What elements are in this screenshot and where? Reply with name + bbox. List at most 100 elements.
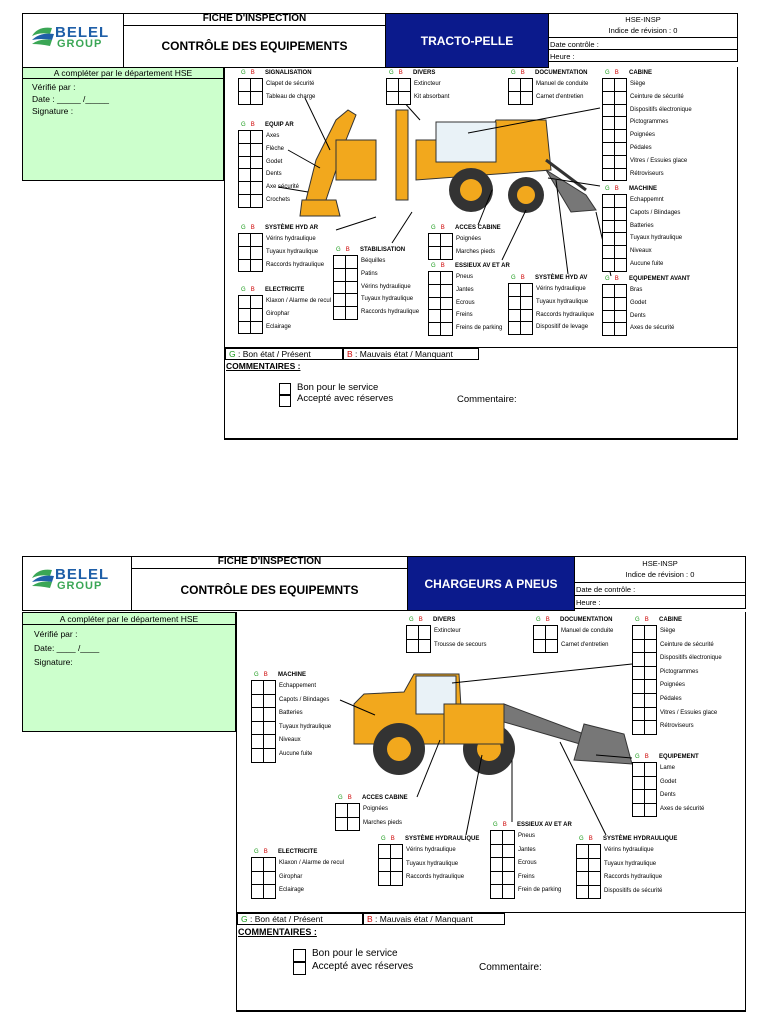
checklist-item-cabine-4: Poignées <box>630 132 656 139</box>
checkbox-b-divers-1[interactable] <box>398 90 411 105</box>
bon-service-checkbox[interactable] <box>279 383 291 395</box>
checkbox-b-signalisation-1[interactable] <box>250 90 263 105</box>
checkbox-b-hyd_av-3[interactable] <box>520 321 533 336</box>
commentaire-label[interactable]: Commentaire: <box>457 394 517 405</box>
page-title-2: CONTRÔLE DES EQUIPEMNTS <box>180 583 359 597</box>
checklist-item-equip_ar-3: Dents <box>266 171 282 178</box>
checkbox-b-equip_avant-3[interactable] <box>614 322 627 337</box>
gb-header-g: G <box>635 617 640 623</box>
commentaire-label-2[interactable]: Commentaire: <box>479 962 542 973</box>
checkbox-b-machine-0[interactable] <box>263 680 276 695</box>
checkbox-b-electricite-2[interactable] <box>263 884 276 899</box>
verifie-par-2[interactable]: Vérifié par : <box>34 629 78 639</box>
hse-header-cell-2 <box>22 612 236 625</box>
checkbox-b-cabine-6[interactable] <box>644 706 657 722</box>
checkbox-b-cabine-3[interactable] <box>644 665 657 681</box>
checkbox-b-divers-1[interactable] <box>418 638 431 654</box>
checklist-item-hyd1-2: Raccords hydraulique <box>406 874 465 881</box>
checkbox-b-hyd1-1[interactable] <box>390 857 403 873</box>
signature-field[interactable]: Signature : <box>32 106 74 116</box>
checkbox-b-equipement-1[interactable] <box>644 775 657 791</box>
checkbox-b-cabine-0[interactable] <box>644 625 657 640</box>
checkbox-b-essieux-1[interactable] <box>502 843 515 859</box>
gb-header-divers: G B <box>389 70 403 76</box>
checklist-item-equip_avant-1: Godet <box>630 299 647 306</box>
machine-type-2: CHARGEURS A PNEUS <box>424 576 558 591</box>
checkbox-b-essieux-0[interactable] <box>502 830 515 845</box>
checkbox-b-cabine-2[interactable] <box>644 652 657 667</box>
checkbox-b-machine-4[interactable] <box>263 734 276 749</box>
checkbox-b-documentation-0[interactable] <box>545 625 558 640</box>
logo-line2: GROUP <box>57 38 103 50</box>
checkbox-b-cabine-4[interactable] <box>644 679 657 694</box>
checkbox-b-cabine-5[interactable] <box>644 693 657 708</box>
checkbox-b-acces_cabine-1[interactable] <box>440 245 453 260</box>
gb-header-hyd1: G B <box>381 836 395 842</box>
checkbox-b-acces_cabine-1[interactable] <box>347 816 360 832</box>
checklist-item-equipement-0: Lame <box>660 765 676 771</box>
checkbox-b-acces_cabine-0[interactable] <box>347 803 360 818</box>
checkbox-b-hyd2-2[interactable] <box>588 871 601 886</box>
checkbox-b-documentation-1[interactable] <box>545 638 558 654</box>
section-title-essieux: ESSIEUX AV ET AR <box>517 822 572 828</box>
gb-header-hyd_ar: G B <box>241 225 255 231</box>
hse-box-2 <box>22 612 236 732</box>
checkbox-b-divers-0[interactable] <box>418 625 431 640</box>
checklist-item-machine-4: Niveaux <box>279 737 301 744</box>
checklist-item-cabine-3: Pictogrammes <box>630 119 669 126</box>
checklist-item-cabine-0: Siège <box>660 628 676 634</box>
accepte-reserves-checkbox-2[interactable] <box>293 962 306 975</box>
checklist-item-hyd_av-3: Dispositif de levage <box>536 324 589 331</box>
checkbox-b-essieux-3[interactable] <box>502 870 515 886</box>
checkbox-b-equipement-3[interactable] <box>644 802 657 818</box>
gb-header-machine: G B <box>254 672 268 678</box>
checklist-item-signalisation-1: Tableau de charge <box>266 93 316 100</box>
checkbox-b-electricite-0[interactable] <box>263 857 276 872</box>
checklist-item-machine-4: Niveaux <box>630 248 652 255</box>
checkbox-b-essieux-4[interactable] <box>502 884 515 899</box>
checkbox-b-hyd2-3[interactable] <box>588 884 601 900</box>
checkbox-b-documentation-1[interactable] <box>520 90 533 105</box>
checkbox-b-essieux-2[interactable] <box>502 857 515 872</box>
gb-header-b: B <box>614 70 619 76</box>
checklist-item-hyd2-2: Raccords hydraulique <box>604 874 663 881</box>
checkbox-b-hyd_ar-2[interactable] <box>250 258 263 273</box>
checkbox-b-machine-1[interactable] <box>263 693 276 709</box>
checkbox-b-hyd1-0[interactable] <box>390 844 403 859</box>
logo-line1-2: BELEL <box>55 566 110 583</box>
date-field[interactable]: Date : _____ /_____ <box>32 94 110 104</box>
checkbox-b-cabine-7[interactable] <box>614 167 627 182</box>
checkbox-b-stabilisation-4[interactable] <box>345 306 358 320</box>
bon-service-checkbox-2[interactable] <box>293 949 306 962</box>
checklist-item-hyd_av-2: Raccords hydraulique <box>536 311 595 318</box>
checklist-item-hyd2-0: Vérins hydraulique <box>604 847 654 853</box>
checkbox-b-hyd2-1[interactable] <box>588 857 601 873</box>
gb-header-b: B <box>588 836 593 842</box>
checkbox-b-essieux-4[interactable] <box>440 322 453 336</box>
verifie-par[interactable]: Vérifié par : <box>32 82 76 92</box>
checkbox-b-machine-2[interactable] <box>263 707 276 722</box>
checkbox-b-machine-3[interactable] <box>263 720 276 736</box>
checkbox-b-equip_ar-5[interactable] <box>250 194 263 208</box>
checkbox-b-machine-5[interactable] <box>263 748 276 763</box>
signature-field-2[interactable]: Signature: <box>34 657 73 667</box>
checkbox-b-electricite-2[interactable] <box>250 320 263 335</box>
checkbox-b-machine-5[interactable] <box>614 258 627 272</box>
gb-header-b: B <box>347 795 352 801</box>
section-title-machine: MACHINE <box>629 186 657 192</box>
accepte-reserves-checkbox[interactable] <box>279 395 291 407</box>
legend-b-text: : Mauvais état / Manquant <box>352 349 453 359</box>
gb-header-g: G <box>241 70 246 76</box>
section-title-electricite: ELECTRICITE <box>265 287 305 293</box>
checkbox-b-hyd1-2[interactable] <box>390 871 403 886</box>
checkbox-b-cabine-1[interactable] <box>644 638 657 654</box>
gb-header-acces_cabine: G B <box>431 225 445 231</box>
checkbox-b-cabine-7[interactable] <box>644 720 657 735</box>
checklist-item-equip_avant-2: Dents <box>630 312 646 319</box>
checkbox-b-equipement-2[interactable] <box>644 789 657 804</box>
checkbox-b-electricite-1[interactable] <box>263 870 276 886</box>
checkbox-b-equipement-0[interactable] <box>644 762 657 777</box>
checkbox-b-hyd2-0[interactable] <box>588 844 601 859</box>
checklist-item-divers-0: Extincteur <box>434 628 461 634</box>
date-field-2[interactable]: Date: ____ /____ <box>34 643 100 653</box>
